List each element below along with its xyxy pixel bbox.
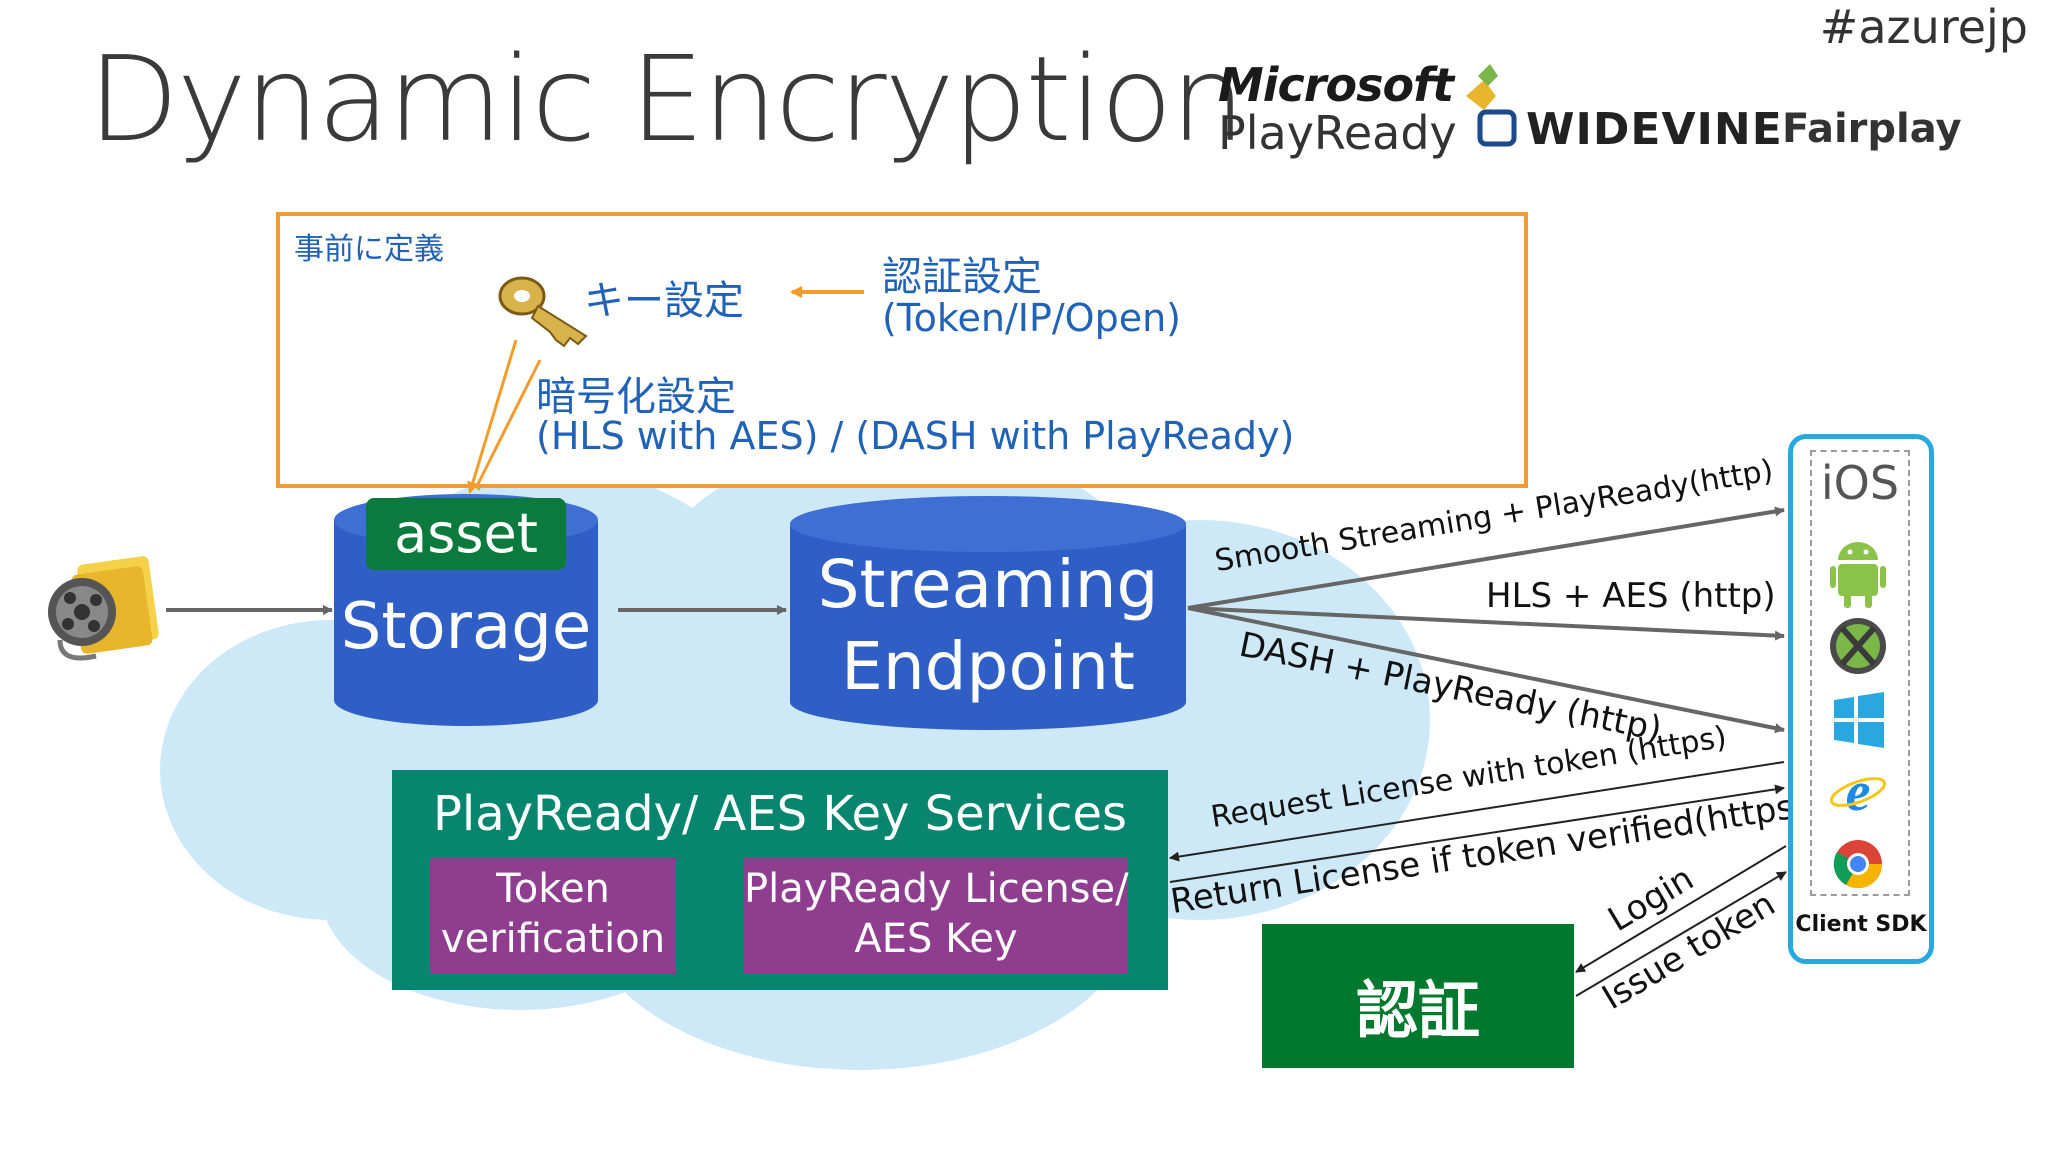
auth-setting-detail: (Token/IP/Open)	[882, 296, 1181, 340]
fairplay-logo-text: Fairplay	[1782, 106, 1962, 152]
token-verification-box	[430, 858, 676, 974]
android-icon	[1830, 542, 1886, 608]
xbox-icon	[1830, 618, 1886, 674]
chrome-icon	[1833, 840, 1883, 889]
widevine-logo-mark	[1466, 64, 1517, 147]
streaming-endpoint-label-line1: Streaming	[817, 546, 1159, 623]
page-title: Dynamic Encryption	[88, 30, 1245, 168]
ie-icon: e	[1829, 761, 1887, 823]
client-sdk-icon-frame	[1810, 450, 1910, 896]
encryption-setting-detail: (HLS with AES) / (DASH with PlayReady)	[536, 414, 1295, 458]
key-icon-overlay	[498, 276, 588, 348]
key-setting-label: キー設定	[584, 278, 744, 324]
license-key-line1: PlayReady License/	[744, 866, 1129, 912]
auth-box	[1262, 924, 1574, 1068]
predefined-label: 事前に定義	[294, 232, 444, 267]
arrow-return-license	[1169, 784, 1785, 883]
windows-icon	[1834, 692, 1884, 748]
auth-label: 認証	[1355, 974, 1480, 1047]
encryption-setting-label: 暗号化設定	[536, 374, 736, 420]
token-verification-line1: Token	[496, 866, 610, 912]
streaming-endpoint-cylinder	[790, 496, 1186, 730]
streaming-endpoint-label-line2: Endpoint	[841, 628, 1135, 705]
storage-label: Storage	[340, 590, 592, 664]
auth-setting-label: 認証設定	[882, 254, 1042, 300]
playready-logo-text: PlayReady	[1218, 106, 1457, 160]
widevine-logo-text: WIDEVINE	[1526, 104, 1783, 155]
client-sdk-label: Client SDK	[1795, 912, 1927, 937]
microsoft-logo-text: Microsoft	[1218, 58, 1454, 112]
arrow-login	[1575, 845, 1787, 973]
hashtag: #azurejp	[1819, 0, 2028, 54]
token-verification-line2: verification	[440, 916, 666, 962]
arrow-hls	[1187, 606, 1785, 641]
arrow-request-license	[1169, 761, 1785, 862]
orange-arrows-overlay	[467, 286, 864, 494]
license-key-line2: AES Key	[854, 916, 1018, 962]
ios-icon: iOS	[1820, 456, 1900, 510]
asset-label: asset	[366, 498, 566, 570]
arrow-dash	[1187, 606, 1785, 734]
client-icons-overlay: e	[1829, 542, 1887, 889]
license-key-box	[744, 858, 1128, 974]
flow-label-hls: HLS + AES (http)	[1486, 576, 1776, 616]
svg-text:e: e	[1846, 761, 1871, 823]
arrow-issue-token	[1575, 871, 1787, 997]
key-services-title: PlayReady/ AES Key Services	[432, 786, 1128, 842]
arrow-smooth-streaming	[1187, 506, 1785, 610]
media-file-icon	[48, 556, 159, 661]
